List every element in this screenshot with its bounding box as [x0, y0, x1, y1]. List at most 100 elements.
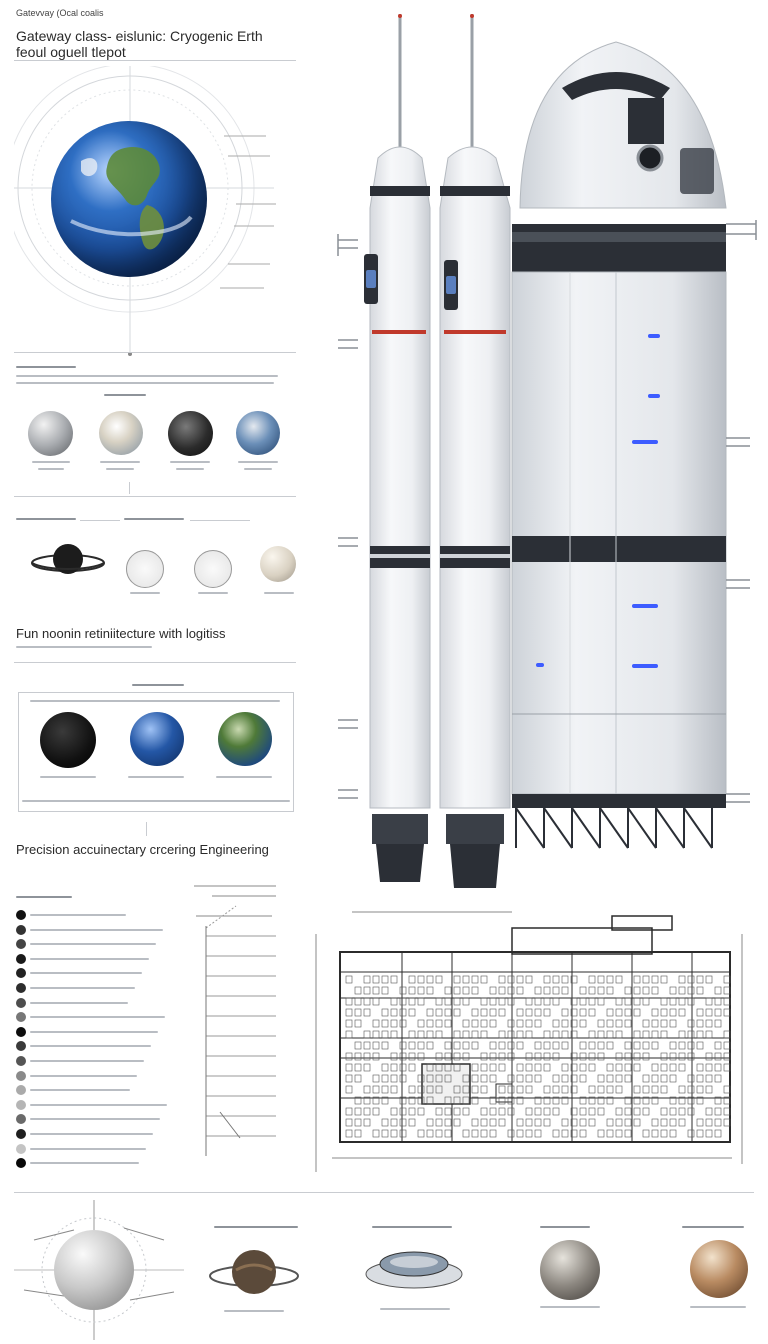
blueprint-cell [624, 1008, 632, 1017]
blueprint-cell [435, 1129, 443, 1138]
blueprint-cell [426, 986, 434, 995]
blueprint-cell [651, 1041, 659, 1050]
blueprint-cell [597, 997, 605, 1006]
blueprint-cell [588, 1008, 596, 1017]
blueprint-cell [408, 1118, 416, 1127]
blueprint-cell [516, 1041, 524, 1050]
blueprint-cell [390, 1085, 398, 1094]
blueprint-cell [723, 997, 731, 1006]
blueprint-cell [669, 1019, 677, 1028]
blueprint-cell [345, 1074, 353, 1083]
blueprint-cell [516, 1085, 524, 1094]
blueprint-cell [372, 1085, 380, 1094]
blueprint-cell [678, 1118, 686, 1127]
blueprint-cell [390, 1008, 398, 1017]
blueprint-cell [678, 1030, 686, 1039]
blueprint-cell [651, 1096, 659, 1105]
blueprint-cell [678, 986, 686, 995]
blueprint-cell [615, 1107, 623, 1116]
blueprint-cell [660, 1008, 668, 1017]
blueprint-cell [399, 1052, 407, 1061]
blueprint-cell [444, 1019, 452, 1028]
blueprint-cell [444, 1052, 452, 1061]
blueprint-cell [669, 1107, 677, 1116]
blueprint-cell [489, 1074, 497, 1083]
blueprint-cell [426, 1030, 434, 1039]
blueprint-cell [534, 1118, 542, 1127]
blueprint-cell [642, 986, 650, 995]
blueprint-cell [624, 1074, 632, 1083]
blueprint-cell [669, 1118, 677, 1127]
blueprint-cell [714, 1107, 722, 1116]
blueprint-cell [615, 997, 623, 1006]
blueprint-cell [363, 1096, 371, 1105]
blueprint-cell [543, 1118, 551, 1127]
blueprint-cell [678, 997, 686, 1006]
blueprint-cell [552, 986, 560, 995]
blueprint-cell [678, 1107, 686, 1116]
blueprint-cell [678, 1096, 686, 1105]
blueprint-cell [525, 1085, 533, 1094]
blueprint-cell [561, 986, 569, 995]
blueprint-icon [315, 911, 743, 1172]
blueprint-cell [444, 1107, 452, 1116]
blueprint-cell [354, 1008, 362, 1017]
blueprint-cell [534, 986, 542, 995]
blueprint-cell [543, 1030, 551, 1039]
blueprint-cell [714, 1063, 722, 1072]
blueprint-cell [453, 997, 461, 1006]
blueprint-cell [633, 1041, 641, 1050]
blueprint-cell [570, 1052, 578, 1061]
blueprint-cell [624, 1063, 632, 1072]
blueprint-cell [471, 1118, 479, 1127]
blueprint-cell [444, 1041, 452, 1050]
blueprint-cell [660, 1085, 668, 1094]
blueprint-cell [705, 1085, 713, 1094]
blueprint-cell [354, 1096, 362, 1105]
blueprint-cell [426, 1085, 434, 1094]
blueprint-cell [516, 1019, 524, 1028]
blueprint-cell [498, 1041, 506, 1050]
list-item [30, 943, 156, 946]
blueprint-cell [354, 1107, 362, 1116]
planet-icon [690, 1240, 748, 1298]
blueprint-cell [516, 1030, 524, 1039]
blueprint-cell [354, 1019, 362, 1028]
blueprint-cell [660, 1052, 668, 1061]
blueprint-cell [426, 1129, 434, 1138]
blueprint-cell [444, 1074, 452, 1083]
blueprint-cell [489, 1107, 497, 1116]
list-bullet-icon [16, 1099, 26, 1110]
blueprint-cell [345, 1008, 353, 1017]
blueprint-cell [471, 1085, 479, 1094]
blueprint-cell [633, 1008, 641, 1017]
blueprint-cell [525, 997, 533, 1006]
blueprint-cell [714, 1052, 722, 1061]
blueprint-cell [597, 975, 605, 984]
blueprint-cell [507, 1129, 515, 1138]
list-item [30, 1089, 130, 1092]
header-kicker: Gatevvay (Ocal coalis [16, 8, 104, 18]
blueprint-cell [471, 975, 479, 984]
blueprint-cell [615, 1129, 623, 1138]
blueprint-cell [714, 997, 722, 1006]
blueprint-cell [390, 1129, 398, 1138]
blueprint-cell [453, 1085, 461, 1094]
list-bullet-icon [16, 1114, 26, 1125]
blueprint-cell [633, 1030, 641, 1039]
blueprint-cell [687, 1129, 695, 1138]
blueprint-cell [525, 1008, 533, 1017]
blueprint-cell [570, 1063, 578, 1072]
blueprint-cell [471, 1008, 479, 1017]
list-item [30, 1016, 165, 1019]
list-item [30, 914, 126, 916]
blueprint-cell [543, 1096, 551, 1105]
blueprint-cell [705, 975, 713, 984]
blueprint-cell [714, 1041, 722, 1050]
blueprint-cell [363, 1107, 371, 1116]
blueprint-cell [705, 1063, 713, 1072]
blueprint-cell [507, 986, 515, 995]
blueprint-cell [417, 997, 425, 1006]
crew-capsule-icon [365, 1251, 463, 1289]
blueprint-cell [507, 1052, 515, 1061]
